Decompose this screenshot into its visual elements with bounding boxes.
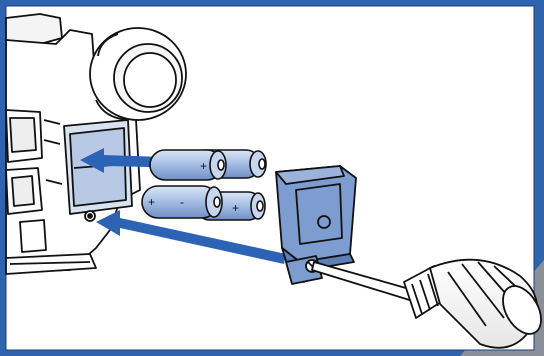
battery-plus-label: + <box>232 201 239 215</box>
battery: + - <box>142 186 222 218</box>
battery-minus-label: - <box>180 195 184 209</box>
battery-plus-label: + <box>200 159 207 173</box>
battery-plus-label: + <box>148 195 155 209</box>
battery: + <box>150 150 226 180</box>
